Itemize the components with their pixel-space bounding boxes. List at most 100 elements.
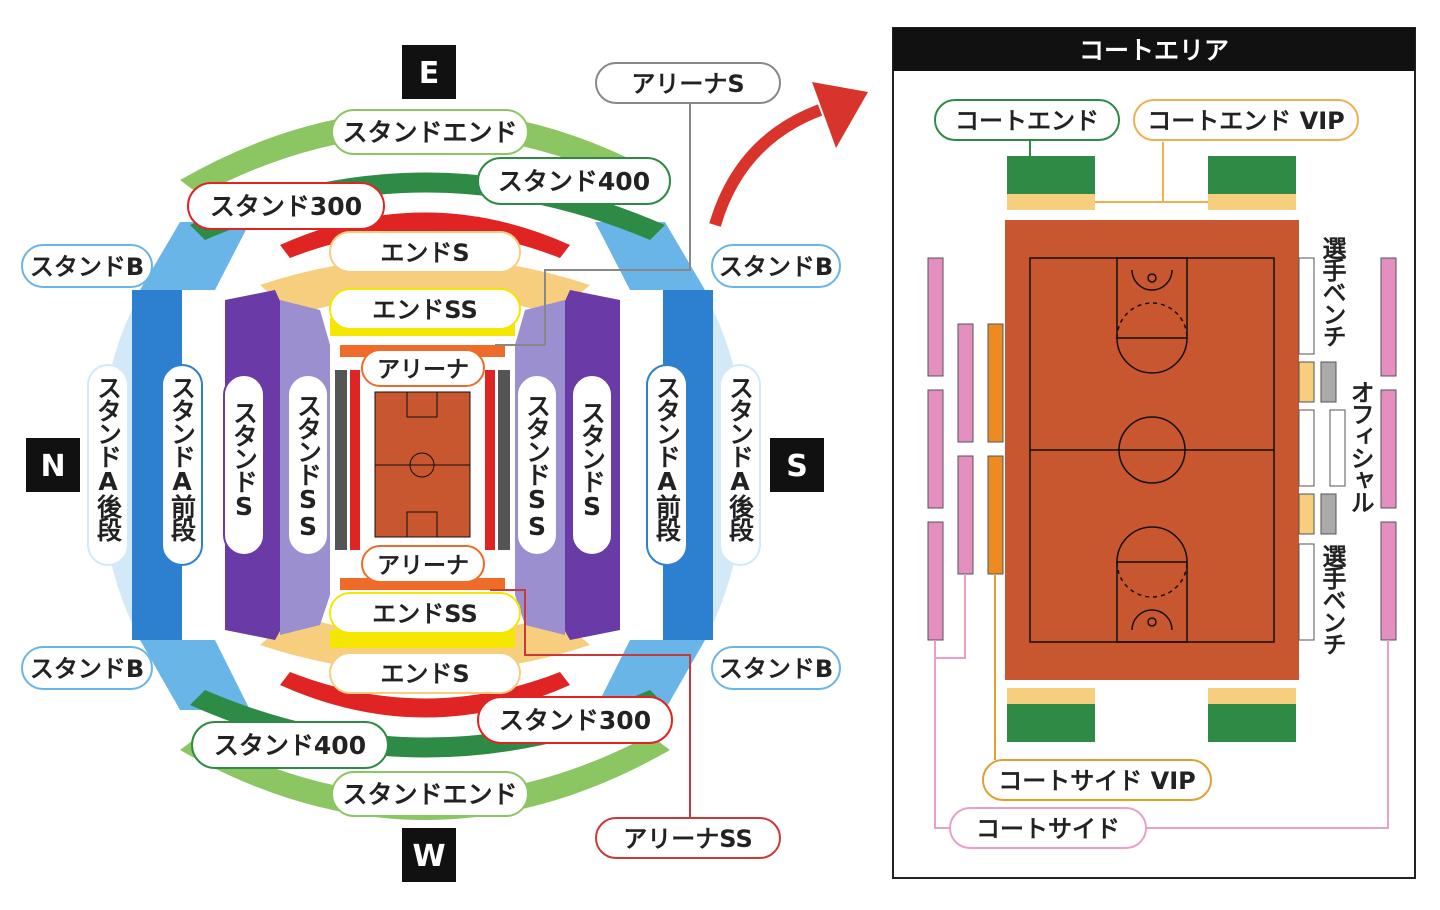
pill-stand-b-ne[interactable] [711,244,841,288]
section-stand-b-nw[interactable] [140,222,250,290]
pill-stand-ss-s[interactable] [516,374,558,556]
court-side-seat-4[interactable] [957,323,974,443]
label-arena-e: アリーナ [377,357,469,383]
pill-court-end[interactable] [934,99,1120,141]
pill-end-ss-e[interactable] [329,288,521,330]
label-stand-ss-s: スタンドSS [523,393,552,539]
compass-south: S [786,449,808,484]
label-stand-s-n: スタンドS [230,400,259,519]
court-side-seat-2[interactable] [927,389,944,509]
label-court-end: コートエンド [955,107,1099,135]
official-block-1[interactable] [1320,361,1337,403]
section-stand-b-ne[interactable] [595,222,705,290]
pill-stand-end-e[interactable] [331,109,529,155]
pill-stand-b-sw[interactable] [21,646,153,690]
pill-arena-e[interactable] [361,349,485,387]
court-end-vip-block-2[interactable] [1208,194,1296,210]
pill-stand-300-w[interactable] [477,696,673,744]
court-side-seat-1[interactable] [927,257,944,377]
player-bench-2[interactable] [1298,543,1315,641]
compass-south-box [770,438,824,492]
court-area-header [893,28,1415,71]
label-arena-w: アリーナ [377,553,469,579]
section-end-ss-w[interactable] [330,630,515,648]
pill-end-ss-w[interactable] [329,592,521,634]
pill-end-s-w[interactable] [329,652,521,694]
court-side-vip-seat-1[interactable] [987,323,1004,443]
section-stand-end-w[interactable] [180,735,670,820]
label-stand-300-w: スタンド300 [499,706,651,735]
court-end-block-4[interactable] [1208,704,1296,742]
pill-stand-ss-n[interactable] [287,374,329,556]
pill-end-s-e[interactable] [329,231,521,273]
court-end-block-2[interactable] [1208,156,1296,194]
court-end-vip-block-4[interactable] [1208,688,1296,704]
court-side-vip-seat-2[interactable] [987,455,1004,575]
label-court-side-vip: コートサイド VIP [998,767,1195,795]
official-table-1[interactable] [1298,409,1315,487]
official-block-2[interactable] [1320,493,1337,535]
section-arena-ss-s[interactable] [498,370,510,550]
pill-stand-400-w[interactable] [191,721,389,769]
label-end-ss-e: エンドSS [372,296,478,324]
court-side-seat-6[interactable] [1380,257,1397,377]
pill-stand-a-back-s[interactable] [719,364,761,566]
pill-stand-s-n[interactable] [223,374,265,556]
label-stand-400-w: スタンド400 [214,731,366,760]
bench-vip-2[interactable] [1298,493,1315,535]
label-stand-a-front-n: スタンドA前段 [168,375,197,543]
court-end-block-1[interactable] [1007,156,1095,194]
pill-stand-400-e[interactable] [477,157,671,205]
court-side-seat-8[interactable] [1380,521,1397,641]
section-stand-b-sw[interactable] [140,640,250,710]
pill-stand-end-w[interactable] [331,771,529,817]
compass-east: E [419,56,440,91]
section-stand-end-e[interactable] [180,110,670,195]
compass-west-box [402,828,456,882]
court-end-block-3[interactable] [1007,704,1095,742]
leader-arena-s [495,102,691,346]
label-stand-b-sw: スタンドB [30,655,144,683]
pill-court-end-vip[interactable] [1133,99,1359,141]
compass-north-box [26,438,80,492]
pill-stand-b-nw[interactable] [21,244,153,288]
section-arena-s-s[interactable] [485,370,495,550]
pill-stand-b-se[interactable] [711,646,841,690]
court-side-seat-5[interactable] [957,455,974,575]
bench-vip-1[interactable] [1298,361,1315,403]
pill-stand-300-e[interactable] [187,182,385,230]
section-arena-s-n[interactable] [350,370,360,550]
compass-west: W [412,839,445,874]
label-stand-a-front-s: スタンドA前段 [653,375,682,543]
label-arena-s: アリーナS [631,70,744,98]
pill-arena-w[interactable] [361,545,485,583]
court-end-vip-block-3[interactable] [1007,688,1095,704]
label-stand-300-e: スタンド300 [210,192,362,221]
label-player-bench-2: 選手ベンチ [1318,544,1346,655]
player-bench-1[interactable] [1298,257,1315,355]
label-official: オフィシャル [1346,380,1374,513]
court-side-seat-7[interactable] [1380,389,1397,509]
label-stand-b-nw: スタンドB [30,253,144,281]
pill-stand-a-back-n[interactable] [87,364,129,566]
pill-stand-a-front-n[interactable] [161,364,203,566]
pill-arena-s[interactable] [595,62,781,104]
label-stand-end-e: スタンドエンド [342,118,517,147]
court-side-seat-3[interactable] [927,521,944,641]
label-stand-b-ne: スタンドB [719,253,833,281]
pill-arena-ss[interactable] [595,817,781,859]
court-area-title: コートエリア [1079,36,1229,65]
pill-court-side[interactable] [949,807,1147,849]
court-end-vip-block-1[interactable] [1007,194,1095,210]
section-arena-ss-n[interactable] [335,370,347,550]
section-stand-b-se[interactable] [595,640,705,710]
label-end-s-w: エンドS [380,660,469,688]
official-table-2[interactable] [1329,409,1346,487]
pill-stand-a-front-s[interactable] [646,364,688,566]
zoom-arrow-head [812,82,868,148]
compass-east-box [402,45,456,99]
label-court-side: コートサイド [976,815,1120,843]
pill-court-side-vip[interactable] [982,759,1212,801]
pill-stand-s-s[interactable] [571,374,613,556]
